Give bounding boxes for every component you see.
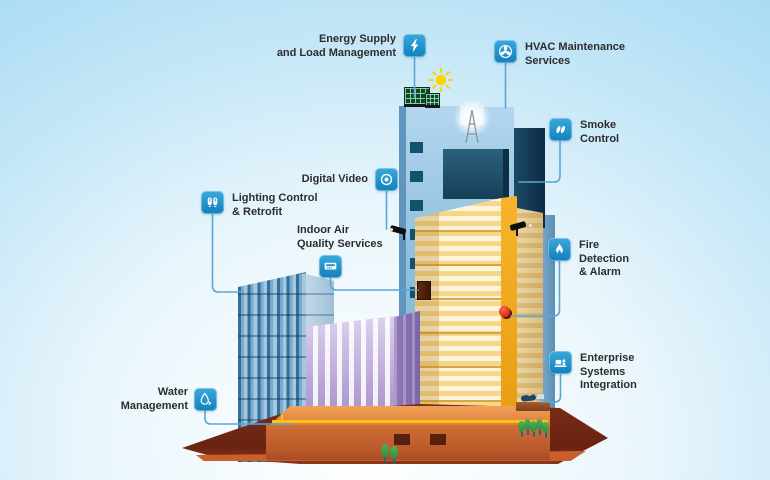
tree: [518, 421, 525, 437]
callout-label: Enterprise Systems Integration: [580, 352, 637, 393]
tree: [524, 419, 531, 435]
antenna-glow: [453, 99, 491, 137]
label-line: Control: [580, 132, 620, 145]
label-line: & Alarm: [579, 266, 621, 278]
callout-hvac-maintenance: HVAC Maintenance Services: [494, 40, 625, 68]
tree: [530, 421, 537, 437]
label-line: Systems: [580, 365, 626, 378]
callout-label: Energy Supply and Load Management: [256, 33, 396, 60]
camera-lens: [390, 228, 393, 231]
callout-label: Water Management: [118, 386, 188, 413]
label-line: Smoke: [580, 119, 617, 131]
label-line: Fire: [579, 239, 600, 251]
tower-glass-panel: [443, 149, 509, 199]
label-line: Management: [120, 399, 188, 412]
person-head: [527, 391, 532, 396]
fan-icon: [494, 40, 517, 63]
tree: [536, 419, 543, 435]
connector-lighting: [211, 213, 242, 293]
label-line: & Retrofit: [232, 205, 283, 218]
callout-indoor-air-quality: Indoor Air Quality Services: [297, 224, 387, 278]
yellow-pipe-joint: [281, 414, 283, 421]
callout-label: HVAC Maintenance Services: [525, 41, 625, 68]
glass-panel-side: [503, 149, 509, 199]
label-line: and Load Management: [276, 46, 396, 59]
video-record-icon: [375, 168, 398, 191]
callout-lighting-control: Lighting Control & Retrofit: [201, 191, 318, 219]
tower-shaded-edge: [399, 106, 406, 436]
outdoor-desk: [516, 402, 550, 411]
label-line: Integration: [580, 379, 637, 391]
callout-label: Lighting Control & Retrofit: [232, 192, 318, 219]
label-line: Indoor Air: [297, 224, 350, 236]
callout-enterprise-systems: Enterprise Systems Integration: [549, 351, 637, 393]
tree: [542, 422, 549, 438]
camera-lens: [529, 224, 532, 227]
solar-panel: [404, 87, 430, 107]
camera-body: [509, 220, 527, 232]
label-line: Quality Services: [297, 237, 383, 250]
solar-panel-small: [425, 93, 440, 108]
callout-digital-video: Digital Video: [268, 168, 398, 191]
low-building-window: [394, 434, 410, 445]
label-line: Energy Supply: [318, 33, 396, 45]
label-line: Detection: [579, 252, 630, 265]
callout-label: Fire Detection & Alarm: [579, 239, 629, 280]
air-quality-sensor-box: [417, 281, 431, 300]
low-building-window: [430, 434, 446, 445]
low-building-front: [266, 425, 550, 460]
gold-building-side-band: [501, 196, 517, 446]
callout-water-management: Water Management: [118, 386, 217, 413]
sun-icon: [429, 68, 453, 92]
lightbulbs-icon: [201, 191, 224, 214]
label-line: Services: [525, 54, 571, 67]
label-line: Enterprise: [580, 352, 635, 364]
smoke-icon: [549, 118, 572, 141]
workstation-icon: [549, 351, 572, 374]
camera-mount: [516, 228, 518, 236]
lightning-icon: [403, 34, 426, 57]
tree: [390, 446, 398, 464]
security-camera-icon: [388, 224, 414, 242]
callout-label: Digital Video: [268, 173, 368, 191]
laptop-icon: [537, 394, 544, 401]
callout-label: Indoor Air Quality Services: [297, 224, 387, 251]
water-drop-icon: [194, 388, 217, 411]
label-line: Water: [157, 386, 188, 398]
flame-icon: [548, 238, 571, 261]
air-conditioner-icon: [319, 255, 342, 278]
camera-mount: [403, 232, 405, 240]
antenna-mast-icon: [462, 109, 482, 149]
callout-fire-detection: Fire Detection & Alarm: [548, 238, 629, 280]
callout-energy-supply: Energy Supply and Load Management: [256, 33, 426, 60]
low-building-roof: [268, 406, 550, 427]
fire-alarm-button: [499, 306, 510, 317]
label-line: HVAC Maintenance: [525, 41, 626, 53]
callout-label: Smoke Control: [580, 119, 619, 146]
tree: [381, 444, 389, 462]
label-line: Lighting Control: [232, 192, 318, 204]
label-line: Digital Video: [301, 173, 368, 185]
security-camera-icon: [508, 220, 534, 238]
callout-smoke-control: Smoke Control: [549, 118, 619, 146]
yellow-pipe: [272, 420, 548, 423]
